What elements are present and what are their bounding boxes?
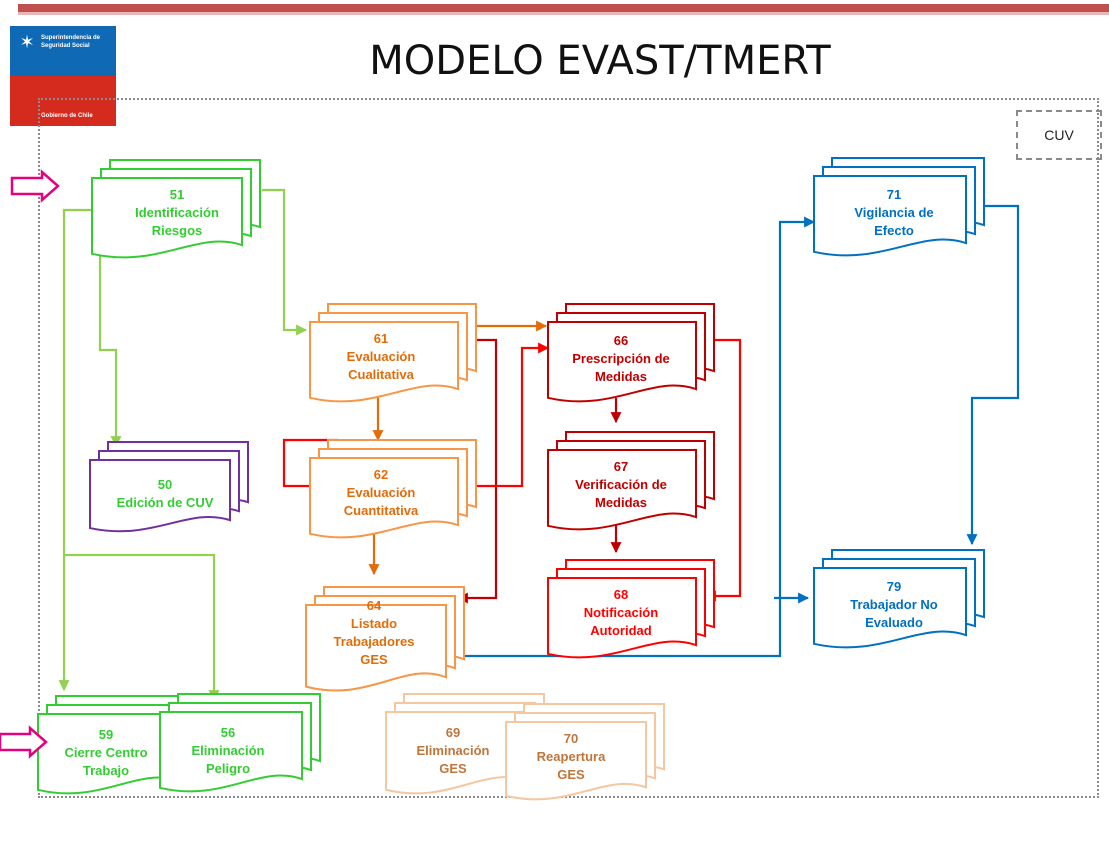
node-70-line1: Reapertura	[536, 749, 606, 764]
edge-71-to-79	[966, 204, 1020, 546]
node-62-number: 62	[373, 467, 389, 482]
logo-gov-text: Gobierno de Chile	[41, 113, 93, 119]
diagram-frame	[38, 98, 1099, 798]
government-logo: ✶ Superintendencia de Seguridad Social G…	[10, 26, 116, 126]
node-71-label[interactable]: 71 Vigilancia de Efecto	[814, 186, 974, 240]
title-bar-rule-shadow	[18, 12, 1109, 15]
node-69-label[interactable]: 69 Eliminación GES	[388, 724, 518, 778]
node-69-line1: Eliminación	[416, 743, 490, 758]
node-79-number: 79	[886, 579, 902, 594]
node-59-line1: Cierre Centro	[64, 745, 148, 760]
node-68-shape[interactable]	[547, 559, 715, 659]
node-71-shape[interactable]	[813, 157, 985, 257]
entry-arrow-bottom	[0, 725, 48, 759]
title-bar-rule	[18, 4, 1109, 12]
logo-blue-field	[10, 26, 116, 76]
node-64-number: 64	[366, 598, 382, 613]
node-70-shape[interactable]	[505, 703, 665, 801]
node-50-number: 50	[157, 477, 173, 492]
node-61-line1: Evaluación	[346, 349, 416, 364]
node-59-number: 59	[98, 727, 114, 742]
node-61-label[interactable]: 61 Evaluación Cualitativa	[306, 330, 456, 384]
node-56-shape[interactable]	[159, 693, 321, 793]
edge-62-to-66	[466, 342, 550, 488]
node-79-label[interactable]: 79 Trabajador No Evaluado	[814, 578, 974, 632]
node-61-line2: Cualitativa	[348, 367, 414, 382]
node-67-number: 67	[613, 459, 629, 474]
edge-51-to-59	[58, 208, 94, 692]
node-64-line3: GES	[360, 652, 388, 667]
node-68-label[interactable]: 68 Notificación Autoridad	[546, 586, 696, 640]
node-69-number: 69	[445, 725, 461, 740]
edge-51-to-50	[98, 256, 122, 448]
node-71-number: 71	[886, 187, 902, 202]
coat-of-arms-icon: ✶	[19, 32, 35, 52]
node-68-number: 68	[613, 587, 629, 602]
node-62-shape[interactable]	[309, 439, 477, 539]
node-79-shape[interactable]	[813, 549, 985, 649]
node-68-line1: Notificación	[583, 605, 659, 620]
node-67-label[interactable]: 67 Verificación de Medidas	[546, 458, 696, 512]
node-67-shape[interactable]	[547, 431, 715, 531]
node-61-shape[interactable]	[309, 303, 477, 403]
node-67-line1: Verificación de	[575, 477, 667, 492]
node-68-line2: Autoridad	[590, 623, 652, 638]
node-51-label[interactable]: 51 Identificación Riesgos	[92, 186, 262, 240]
node-51-line1: Identificación	[135, 205, 219, 220]
edge-66-to-68	[704, 338, 742, 602]
node-59-line2: Trabajo	[82, 763, 130, 778]
node-59-label[interactable]: 59 Cierre Centro Trabajo	[36, 726, 176, 780]
node-70-line2: GES	[557, 767, 585, 782]
node-67-line2: Medidas	[594, 495, 647, 510]
node-66-line2: Medidas	[594, 369, 647, 384]
node-62-label[interactable]: 62 Evaluación Cuantitativa	[306, 466, 456, 520]
node-56-line2: Peligro	[205, 761, 251, 776]
node-70-number: 70	[563, 731, 579, 746]
edge-51-to-56	[64, 553, 220, 702]
node-62-line2: Cuantitativa	[343, 503, 419, 518]
node-56-number: 56	[220, 725, 236, 740]
node-70-label[interactable]: 70 Reapertura GES	[506, 730, 636, 784]
node-64-shape[interactable]	[305, 586, 465, 692]
node-62-line1: Evaluación	[346, 485, 416, 500]
cuv-legend-box: CUV	[1016, 110, 1102, 160]
node-56-line1: Eliminación	[191, 743, 265, 758]
page-title: MODELO EVAST/TMERT	[369, 38, 831, 84]
edge-62-loop	[282, 438, 338, 488]
node-66-number: 66	[613, 333, 629, 348]
node-66-label[interactable]: 66 Prescripción de Medidas	[546, 332, 696, 386]
node-79-line2: Evaluado	[865, 615, 923, 630]
node-69-shape[interactable]	[385, 693, 545, 795]
node-64-line2: Trabajadores	[333, 634, 415, 649]
node-61-number: 61	[373, 331, 389, 346]
node-64-line1: Listado	[350, 616, 398, 631]
node-71-line2: Efecto	[874, 223, 914, 238]
node-51-line2: Riesgos	[151, 223, 203, 238]
node-50-line1: Edición de CUV	[116, 495, 214, 510]
node-51-shape[interactable]	[91, 159, 261, 259]
node-69-line2: GES	[439, 761, 467, 776]
node-66-shape[interactable]	[547, 303, 715, 403]
logo-org-text: Superintendencia de Seguridad Social	[41, 35, 101, 49]
edge-64-to-71	[458, 216, 816, 658]
node-50-label[interactable]: 50 Edición de CUV	[90, 476, 240, 512]
edge-61-to-64	[456, 338, 498, 604]
node-79-line1: Trabajador No	[850, 597, 938, 612]
node-64-label[interactable]: 64 Listado Trabajadores GES	[304, 597, 444, 669]
node-56-label[interactable]: 56 Eliminación Peligro	[158, 724, 298, 778]
node-71-line1: Vigilancia de	[854, 205, 934, 220]
entry-arrow-top	[10, 169, 60, 203]
node-66-line1: Prescripción de	[572, 351, 670, 366]
node-50-shape[interactable]	[89, 441, 249, 533]
edge-51-to-61	[262, 188, 308, 336]
node-51-number: 51	[169, 187, 185, 202]
